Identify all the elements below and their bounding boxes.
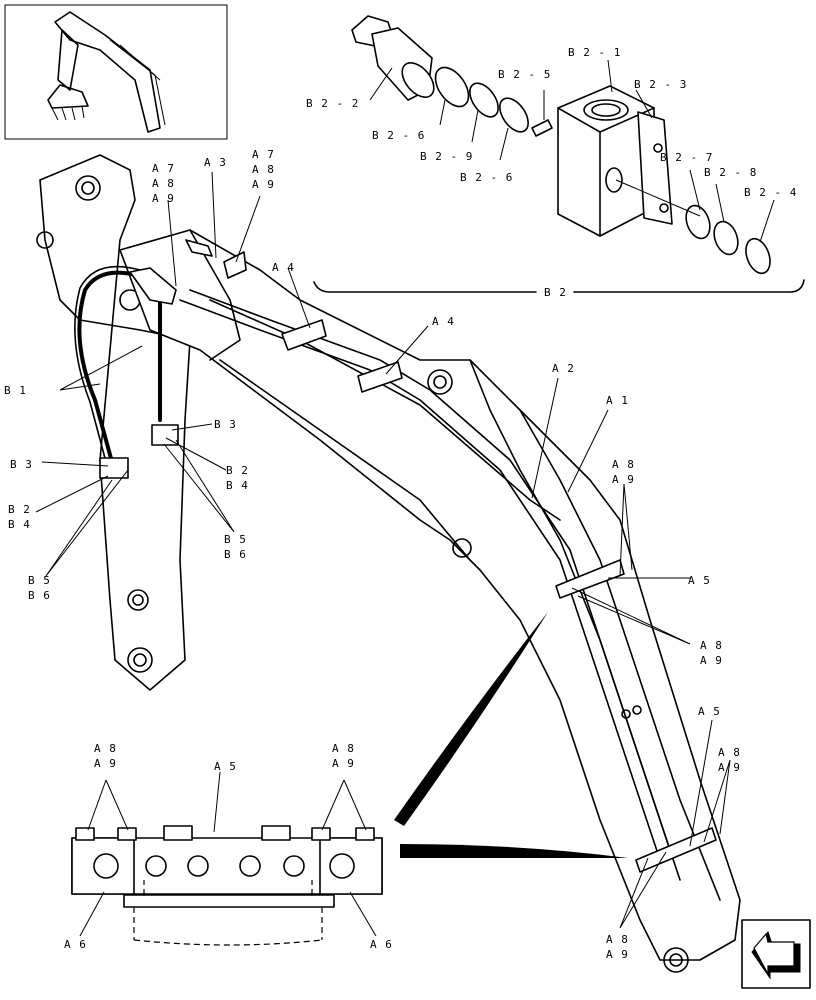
callout-a9-2: A 9 <box>252 178 275 191</box>
callout-a7-right: A 7 <box>252 148 275 161</box>
callout-a9-8: A 9 <box>332 757 355 770</box>
callout-labels: B 2 - 1 B 2 - 2 B 2 - 3 B 2 - 4 B 2 - 5 … <box>4 46 797 961</box>
callout-b2-6-left: B 2 - 6 <box>372 129 425 142</box>
callout-a9-4: A 9 <box>700 654 723 667</box>
callout-a8-5: A 8 <box>718 746 741 759</box>
callout-a8-3: A 8 <box>612 458 635 471</box>
callout-a1: A 1 <box>606 394 629 407</box>
callout-b2-7: B 2 - 7 <box>660 151 713 164</box>
callout-b5-left: B 5 <box>28 574 51 587</box>
excavator-arm-thumbnail-icon <box>4 4 228 140</box>
callout-b2-left: B 2 <box>8 503 31 516</box>
callout-b4-right: B 4 <box>226 479 249 492</box>
callout-a9-1: A 9 <box>152 192 175 205</box>
callout-b2-6-right: B 2 - 6 <box>460 171 513 184</box>
callout-a9-3: A 9 <box>612 473 635 486</box>
callout-a6-right: A 6 <box>370 938 393 951</box>
callout-a9-7: A 9 <box>94 757 117 770</box>
callout-a2: A 2 <box>552 362 575 375</box>
callout-b2-2: B 2 - 2 <box>306 97 359 110</box>
callout-b6-left: B 6 <box>28 589 51 602</box>
callout-a8-7: A 8 <box>94 742 117 755</box>
next-page-arrow-icon[interactable] <box>741 919 811 989</box>
clamp-detail <box>71 612 628 946</box>
callout-b2-8: B 2 - 8 <box>704 166 757 179</box>
callout-b2-3: B 2 - 3 <box>634 78 687 91</box>
callout-a5-detail: A 5 <box>214 760 237 773</box>
callout-a6-left: A 6 <box>64 938 87 951</box>
callout-a8-8: A 8 <box>332 742 355 755</box>
callout-a3: A 3 <box>204 156 227 169</box>
callout-b4-left: B 4 <box>8 518 31 531</box>
arm-assembly <box>36 154 741 973</box>
callout-a8-2: A 8 <box>252 163 275 176</box>
callout-b3-left: B 3 <box>10 458 33 471</box>
callout-b3-right: B 3 <box>214 418 237 431</box>
callout-a8-1: A 8 <box>152 177 175 190</box>
callout-b5-right: B 5 <box>224 533 247 546</box>
callout-a9-6: A 9 <box>606 948 629 961</box>
callout-a5-boom: A 5 <box>688 574 711 587</box>
callout-a8-4: A 8 <box>700 639 723 652</box>
callout-b2-9: B 2 - 9 <box>420 150 473 163</box>
callout-a9-5: A 9 <box>718 761 741 774</box>
callout-a8-6: A 8 <box>606 933 629 946</box>
callout-b2-5: B 2 - 5 <box>498 68 551 81</box>
callout-a7-left: A 7 <box>152 162 175 175</box>
callout-a4-upper: A 4 <box>272 261 295 274</box>
callout-b1: B 1 <box>4 384 27 397</box>
leader-lines <box>35 171 731 937</box>
callout-b6-right: B 6 <box>224 548 247 561</box>
callout-a4-lower: A 4 <box>432 315 455 328</box>
callout-b2-group: B 2 <box>544 286 567 299</box>
callout-b2-4: B 2 - 4 <box>744 186 797 199</box>
callout-b2-right: B 2 <box>226 464 249 477</box>
callout-a5-lower: A 5 <box>698 705 721 718</box>
swivel-block-detail <box>313 15 805 293</box>
callout-b2-1: B 2 - 1 <box>568 46 621 59</box>
